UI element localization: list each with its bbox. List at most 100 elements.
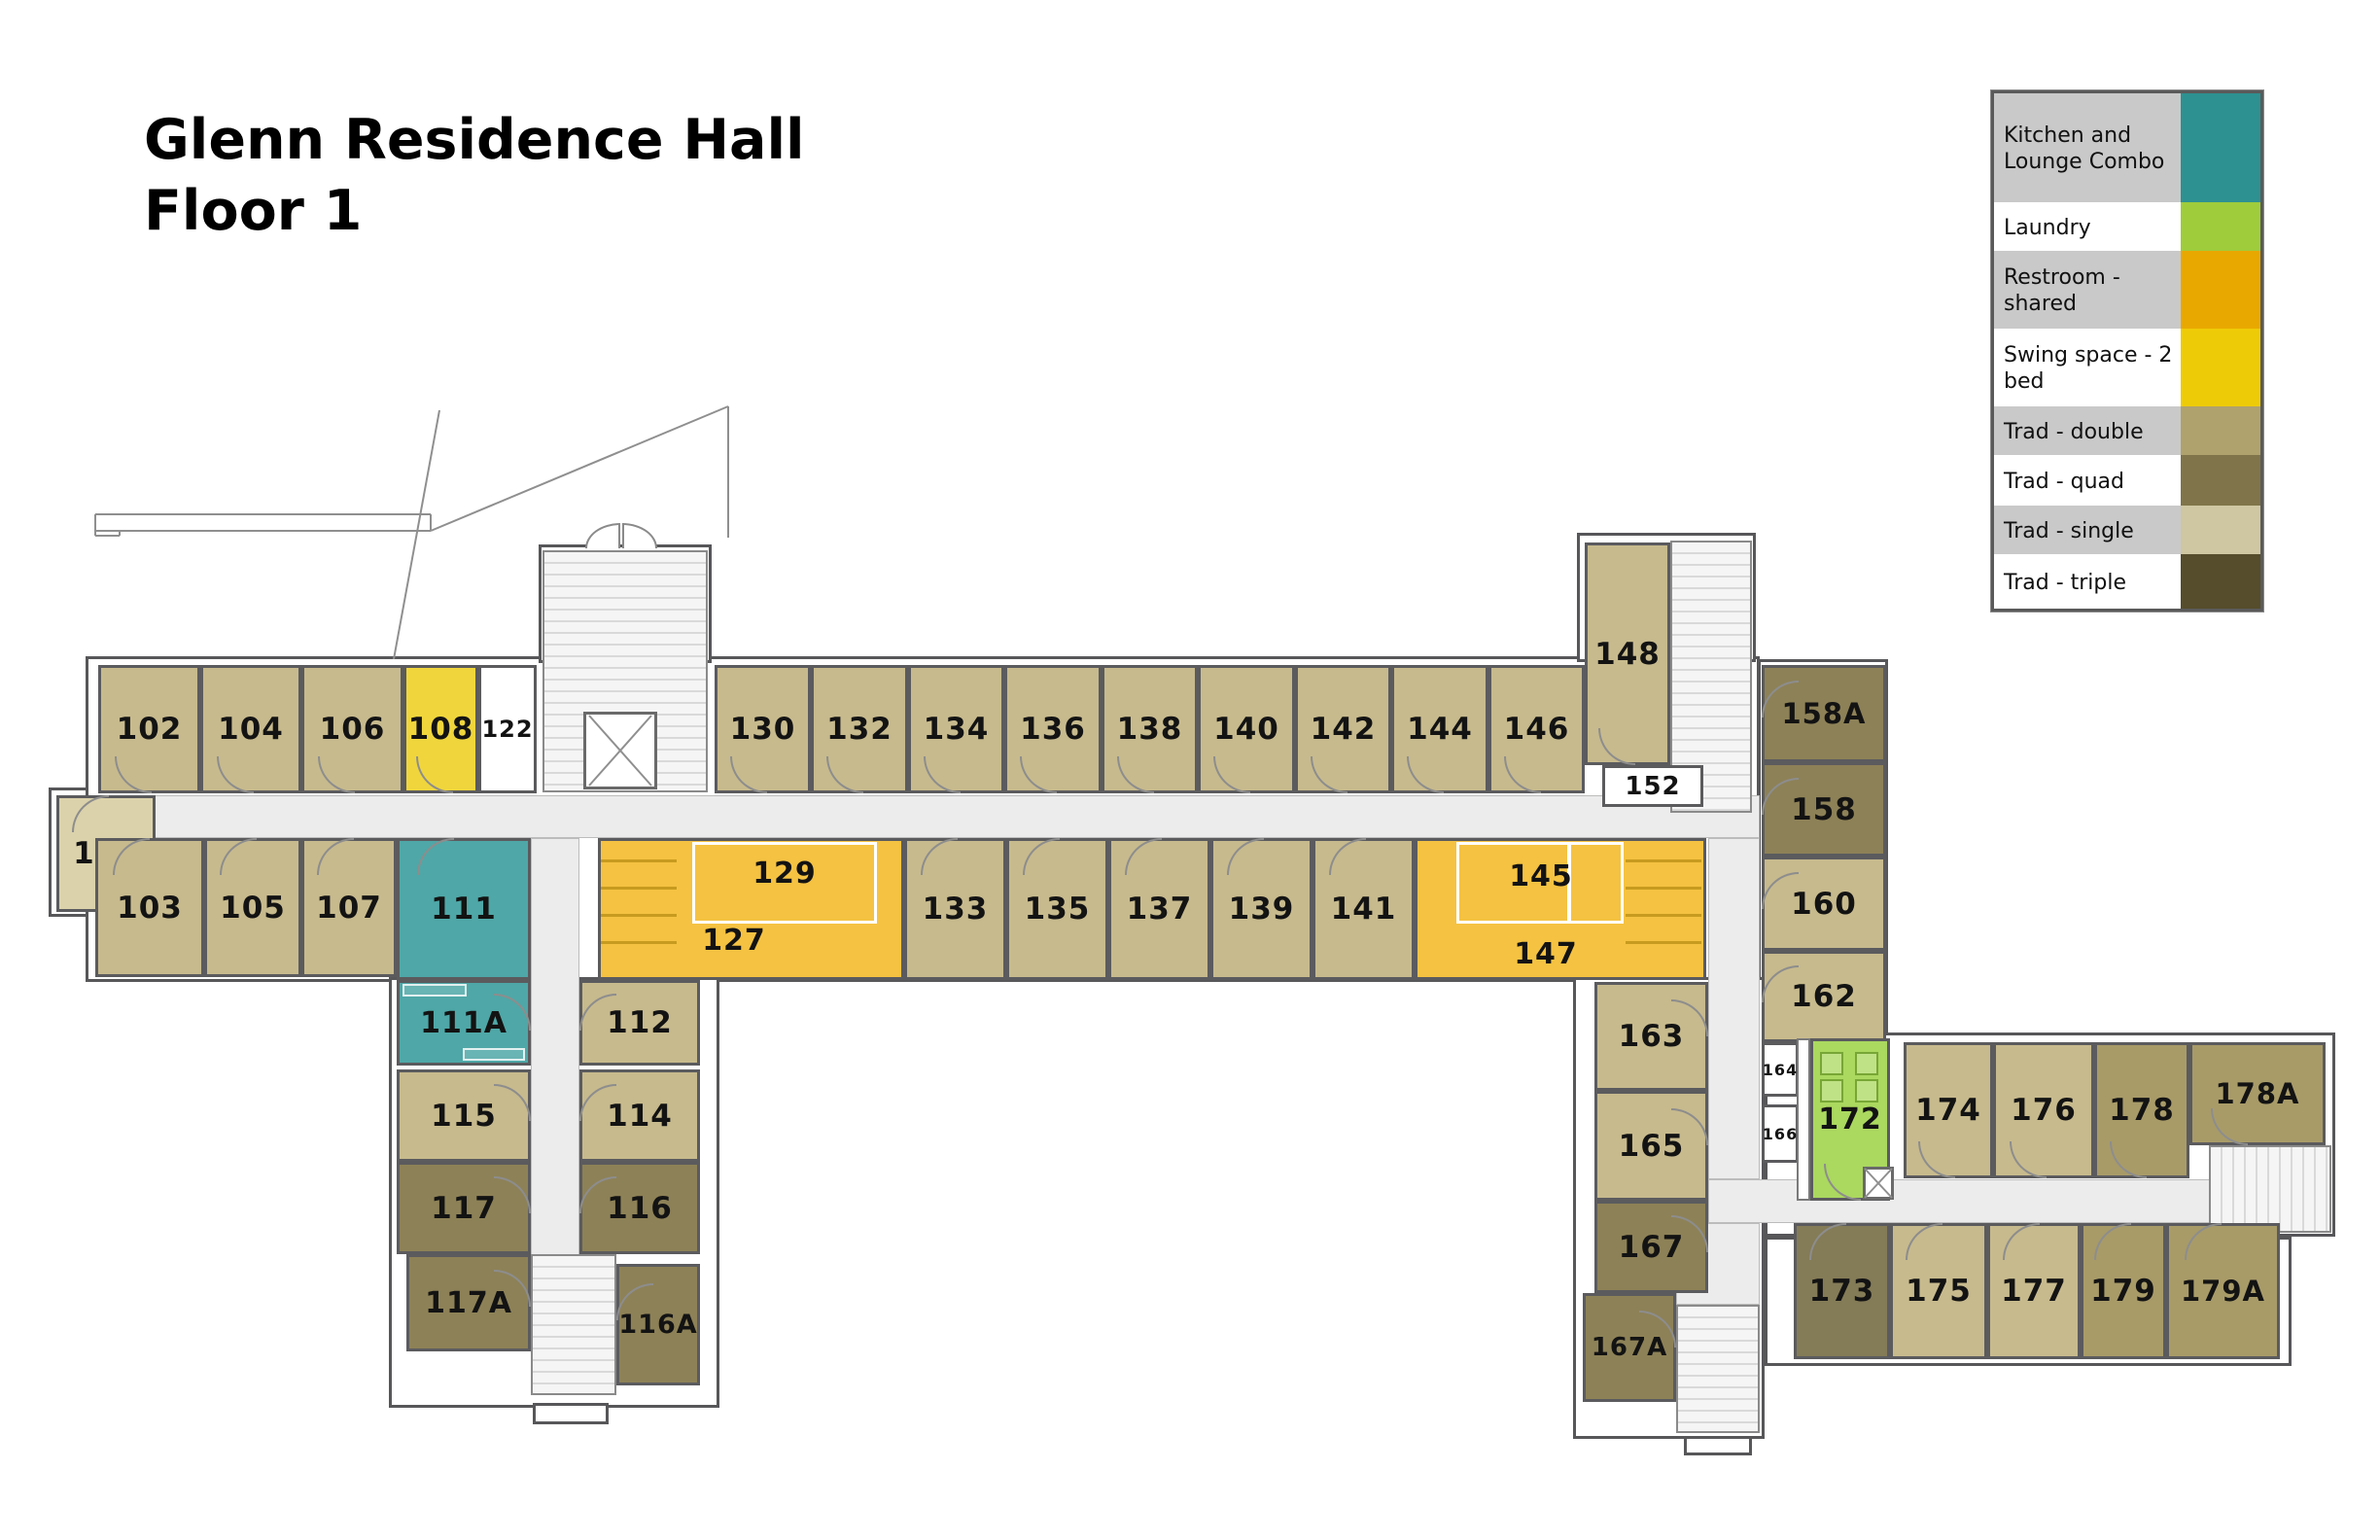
room-number: 144 <box>1407 712 1473 747</box>
room-number: 179 <box>2090 1274 2156 1309</box>
corridor <box>1708 1179 2226 1223</box>
door-arc <box>1022 838 1060 875</box>
room-number: 102 <box>116 712 183 747</box>
stall-fixture <box>1626 887 1701 890</box>
stall-fixture <box>601 941 677 944</box>
room-number: 160 <box>1791 886 1857 922</box>
corridor <box>92 795 1760 838</box>
door-arc <box>1124 838 1162 875</box>
legend-color-swatch <box>2181 251 2260 329</box>
room-number: 166 <box>1762 1124 1799 1143</box>
door-arc <box>220 838 258 875</box>
room-number: 104 <box>218 712 284 747</box>
room-number: 173 <box>1808 1274 1875 1309</box>
legend-color-swatch <box>2181 93 2260 202</box>
room-142: 142 <box>1295 665 1391 793</box>
room-number: 111 <box>431 892 497 927</box>
room-number: 134 <box>923 712 990 747</box>
room-178: 178 <box>2094 1042 2189 1178</box>
title-line-1: Glenn Residence Hall <box>144 108 805 172</box>
door-arc <box>494 1176 531 1214</box>
room-117: 117 <box>397 1162 531 1254</box>
door-arc <box>2002 1223 2040 1260</box>
room-122: 122 <box>478 665 537 793</box>
room-number: 158A <box>1781 697 1867 730</box>
washer-fixture <box>1855 1079 1878 1102</box>
room-number: 177 <box>2001 1274 2067 1309</box>
room-number: 130 <box>729 712 796 747</box>
room-number: 152 <box>1625 771 1681 801</box>
room-label-145: 145 <box>1458 846 1624 906</box>
legend-item-trad-triple: Trad - triple <box>1994 554 2260 609</box>
room-164: 164 <box>1762 1042 1799 1097</box>
room-152: 152 <box>1602 765 1703 807</box>
door-arc <box>1504 756 1542 793</box>
room-102: 102 <box>98 665 200 793</box>
room-number: 176 <box>2011 1093 2077 1128</box>
counter-fixture <box>463 1048 525 1061</box>
room-number: 114 <box>607 1098 673 1134</box>
room-number: 167 <box>1618 1229 1685 1265</box>
room-115: 115 <box>397 1069 531 1162</box>
room-179a: 179A <box>2166 1223 2280 1359</box>
legend-label: Kitchen and Lounge Combo <box>2004 123 2165 174</box>
stall-fixture <box>1626 914 1701 917</box>
room-117a: 117A <box>406 1254 531 1351</box>
legend-item-trad-quad: Trad - quad <box>1994 455 2260 506</box>
building-outline <box>1684 1436 1752 1455</box>
room-number: 165 <box>1618 1128 1685 1164</box>
door-arc <box>1918 1141 1956 1178</box>
legend-item-trad-single: Trad - single <box>1994 506 2260 554</box>
legend-color-swatch <box>2181 329 2260 406</box>
room-134: 134 <box>908 665 1004 793</box>
room-163: 163 <box>1594 982 1708 1091</box>
page-title: Glenn Residence Hall Floor 1 <box>144 105 805 247</box>
room-number: 116A <box>618 1310 698 1340</box>
room-174: 174 <box>1904 1042 1993 1178</box>
door-arc <box>1823 1164 1861 1201</box>
room-number: 145 <box>1509 858 1573 893</box>
room-105: 105 <box>204 838 301 977</box>
door-arc <box>415 756 453 793</box>
door-arc <box>1598 728 1636 765</box>
room-104: 104 <box>200 665 301 793</box>
room-number: 132 <box>826 712 892 747</box>
door-arc <box>1226 838 1264 875</box>
door-arc <box>1407 756 1445 793</box>
door-arc <box>494 1084 531 1122</box>
stall-fixture <box>1626 941 1701 944</box>
room-140: 140 <box>1198 665 1295 793</box>
room-number: 158 <box>1791 791 1857 827</box>
room-number: 137 <box>1126 892 1193 927</box>
room-number: 148 <box>1594 636 1661 672</box>
room-number: 140 <box>1213 712 1279 747</box>
room-108: 108 <box>403 665 478 793</box>
room-136: 136 <box>1004 665 1102 793</box>
door-arc <box>2210 1108 2248 1145</box>
legend-label: Trad - quad <box>2004 469 2124 494</box>
legend-item-laundry: Laundry <box>1994 202 2260 251</box>
room-number: 105 <box>220 890 286 926</box>
door-arc <box>1311 756 1348 793</box>
room-173: 173 <box>1794 1223 1890 1359</box>
door-arc <box>2109 1141 2147 1178</box>
room-number: 167A <box>1591 1333 1668 1362</box>
room-116a: 116A <box>616 1264 700 1385</box>
legend-label: Trad - single <box>2004 518 2134 543</box>
room-178a: 178A <box>2189 1042 2326 1145</box>
room-176: 176 <box>1993 1042 2094 1178</box>
room-158: 158 <box>1762 762 1886 857</box>
wallseg-fixture <box>1567 842 1571 924</box>
shaft-fixture <box>1797 1038 1810 1201</box>
room-165: 165 <box>1594 1091 1708 1201</box>
room-139: 139 <box>1210 838 1312 980</box>
door-arc <box>2009 1141 2047 1178</box>
door-arc <box>2094 1223 2132 1260</box>
stall-fixture <box>601 859 677 862</box>
room-number: 116 <box>607 1190 673 1226</box>
room-number: 117 <box>431 1190 497 1226</box>
partition-fixture <box>692 842 877 924</box>
room-number: 138 <box>1116 712 1183 747</box>
room-number: 136 <box>1020 712 1086 747</box>
